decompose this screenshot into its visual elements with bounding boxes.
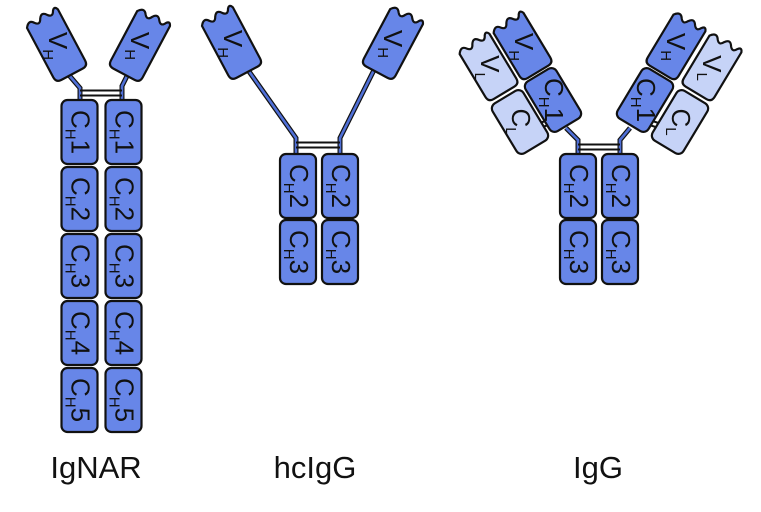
igg-cl-label: CL	[662, 108, 696, 135]
igg-vl-domain	[681, 33, 743, 102]
ignar-ch4-domain	[104, 299, 143, 367]
ignar-ch4-label: CH4	[106, 311, 140, 355]
hcigg-disulfide-bond	[296, 141, 340, 149]
hcigg-ch3-label: CH3	[280, 230, 314, 274]
ignar-ch2-domain	[104, 165, 143, 233]
ignar-ch1-label: CH1	[106, 110, 140, 154]
igg-ch3-label: CH3	[560, 230, 594, 274]
ignar-ch1-domain	[104, 98, 143, 166]
igg-ch2-label: CH2	[602, 164, 636, 208]
ignar-vh-label: VH	[121, 32, 155, 60]
hcigg-ch2-label: CH2	[280, 164, 314, 208]
igg-vh-label: VH	[505, 33, 539, 61]
igg-ch1-domain	[615, 67, 675, 133]
igg-vl-label: VL	[471, 55, 505, 81]
ignar-ch3-label: CH3	[106, 244, 140, 288]
igg-cl-domain	[650, 89, 710, 155]
igg-vl-label: VL	[693, 55, 727, 81]
ignar-ch1-label: CH1	[62, 110, 96, 154]
igg-ch2-domain	[600, 152, 640, 220]
igg-linker	[617, 126, 632, 154]
domains	[25, 4, 743, 434]
igg-ch2-domain	[558, 152, 598, 220]
igg-ch3-label: CH3	[602, 230, 636, 274]
ignar-ch5-label: CH5	[62, 378, 96, 422]
igg-ch3-domain	[600, 218, 640, 286]
igg-vl-domain	[458, 31, 519, 102]
hcigg-vh-label: VH	[374, 30, 408, 58]
ignar-ch3-domain	[60, 232, 99, 300]
hcigg-linker	[245, 68, 299, 154]
igg-vh-label: VH	[657, 33, 691, 61]
ignar-ch1-domain	[60, 98, 99, 166]
hcigg-ch3-domain	[320, 218, 360, 286]
igg-cl-domain	[490, 89, 550, 155]
ignar-ch2-label: CH2	[62, 177, 96, 221]
igg-disulfide-bond	[578, 143, 620, 151]
hcigg-vh-domain	[200, 4, 263, 80]
ignar-ch2-domain	[60, 165, 99, 233]
igg-ch2-label: CH2	[560, 164, 594, 208]
hcigg-ch3-label: CH3	[322, 230, 356, 274]
linkers	[66, 68, 661, 154]
igg-ch3-domain	[558, 218, 598, 286]
ignar-ch5-domain	[60, 366, 99, 434]
hcigg-vh-label: VH	[214, 30, 248, 58]
ignar-vh-domain	[108, 8, 172, 82]
ignar-vh-label: VH	[39, 32, 73, 60]
ignar-ch3-domain	[104, 232, 143, 300]
igg-cl-label: CL	[502, 108, 536, 135]
ignar-ch4-label: CH4	[62, 311, 96, 355]
ignar-ch5-label: CH5	[106, 378, 140, 422]
label-hcigg: hcIgG	[274, 450, 357, 485]
ignar-ch3-label: CH3	[62, 244, 96, 288]
igg-ch1-label: CH1	[627, 78, 661, 122]
igg-vh-domain	[492, 10, 553, 81]
igg-ch1-domain	[523, 67, 583, 133]
ignar-vh-domain	[25, 6, 88, 82]
label-igg: IgG	[573, 450, 623, 485]
label-ignar: IgNAR	[50, 450, 141, 485]
ignar-ch5-domain	[104, 366, 143, 434]
ignar-ch2-label: CH2	[106, 177, 140, 221]
ignar-ch4-domain	[60, 299, 99, 367]
domain-labels: VHVHCH1CH1CH2CH2CH3CH3CH4CH4CH5CH5VHVHCH…	[39, 30, 727, 422]
ignar-disulfide-bond	[80, 89, 122, 97]
hcigg-ch3-domain	[278, 218, 318, 286]
igg-ch1-label: CH1	[535, 78, 569, 122]
igg-linker	[564, 126, 581, 154]
hcigg-ch2-domain	[320, 152, 360, 220]
igg-vh-domain	[645, 12, 707, 81]
hcigg-ch2-label: CH2	[322, 164, 356, 208]
hcigg-vh-domain	[361, 6, 425, 80]
hcigg-ch2-domain	[278, 152, 318, 220]
